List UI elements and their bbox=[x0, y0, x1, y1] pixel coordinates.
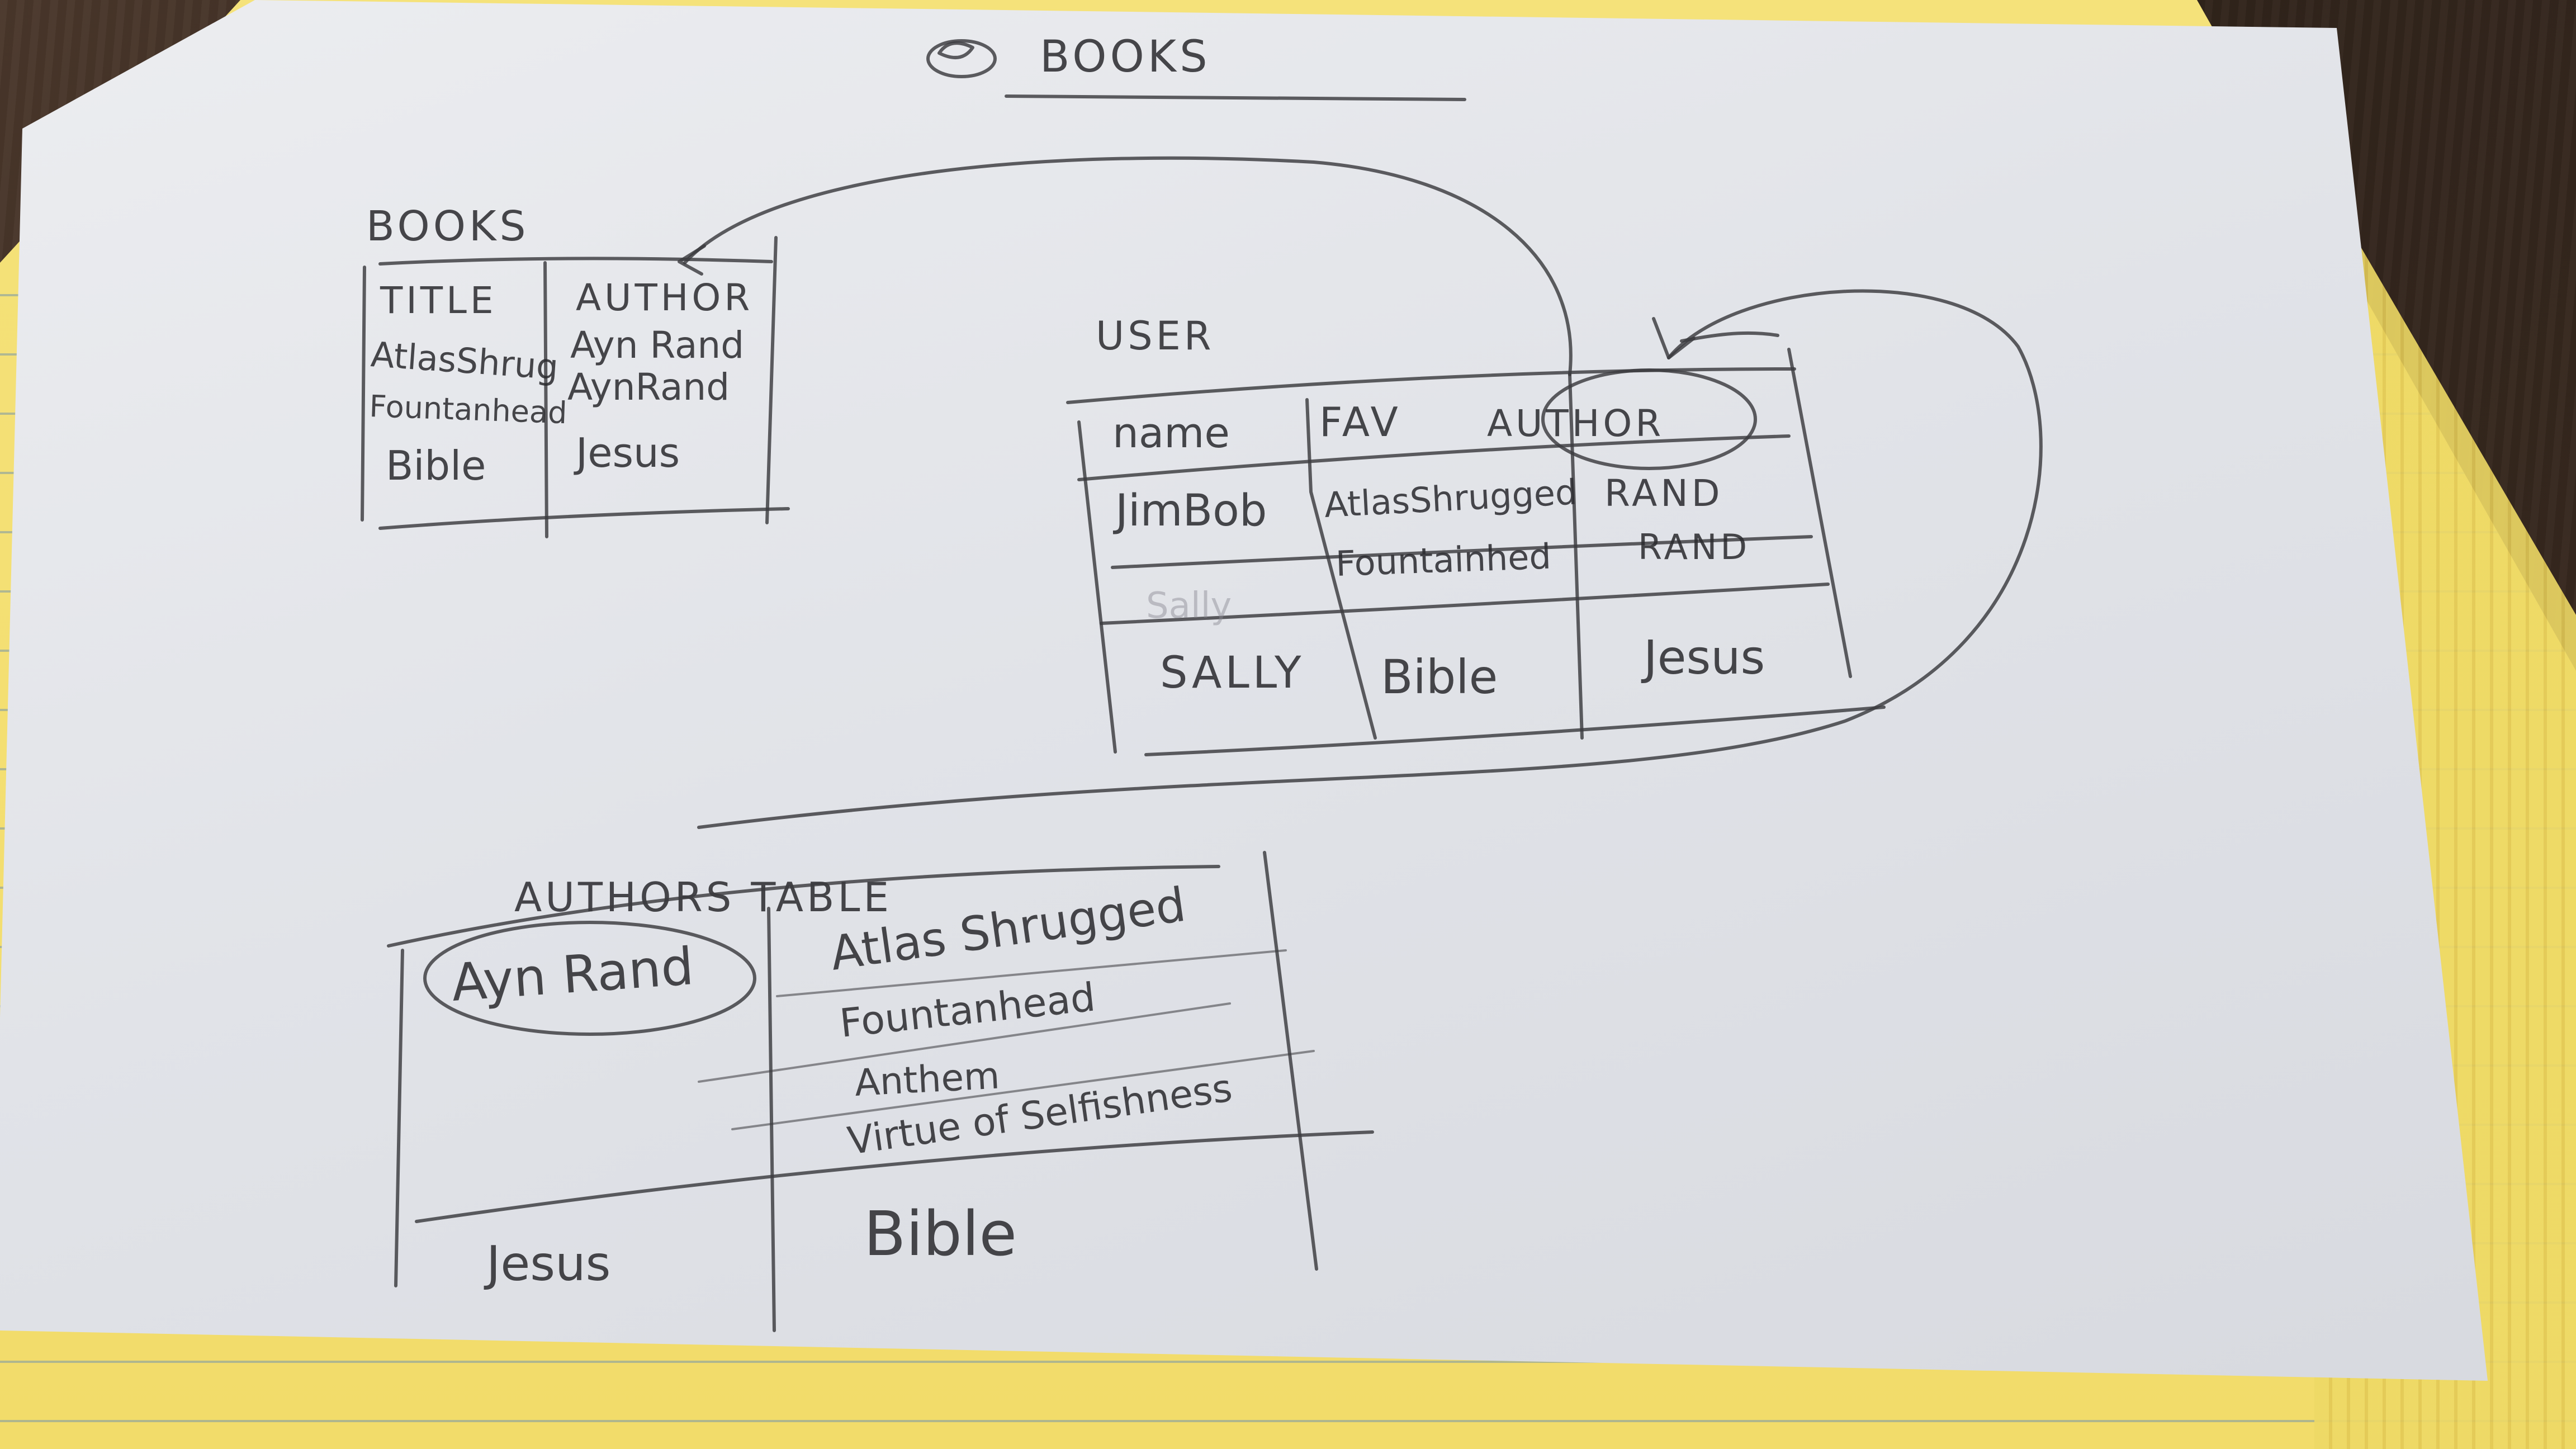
books-cell-author-2: AynRand bbox=[567, 366, 730, 409]
authors-table-col-mid bbox=[767, 907, 776, 1332]
connector-books-author-to-user-author bbox=[683, 156, 1573, 376]
books-table-frame-right bbox=[765, 236, 778, 524]
connector-loop-arrowhead bbox=[1652, 317, 1696, 359]
authors-table: AUTHORS TABLE Ayn Rand Atlas Shrugged Fo… bbox=[387, 851, 1374, 1332]
user-table-line-row1 bbox=[1111, 535, 1813, 569]
authors-group-2-author: Jesus bbox=[484, 1236, 610, 1292]
authors-row-line-2 bbox=[698, 1002, 1231, 1083]
user-table-title: USER bbox=[1096, 313, 1215, 359]
authors-group-2-book-1: Bible bbox=[864, 1198, 1017, 1270]
authors-table-col-right bbox=[1263, 851, 1318, 1271]
authors-row-line-3 bbox=[731, 1050, 1315, 1130]
page-heading-underline bbox=[1005, 94, 1466, 101]
user-table-col-left bbox=[1077, 420, 1117, 754]
user-cell-author-3: Jesus bbox=[1641, 630, 1765, 685]
connector-arrowhead bbox=[678, 244, 706, 276]
user-cell-author-2: RAND bbox=[1638, 527, 1750, 567]
books-table-title: BOOKS bbox=[366, 202, 529, 250]
database-icon bbox=[926, 39, 997, 78]
user-cell-author-1: RAND bbox=[1604, 472, 1723, 515]
connector-user-author-to-authors-table bbox=[697, 289, 2043, 829]
user-col-fav: FAV bbox=[1319, 399, 1401, 446]
user-cell-name-3: SALLY bbox=[1160, 648, 1305, 698]
page-heading: BOOKS bbox=[926, 32, 1466, 101]
authors-table-divider bbox=[415, 1130, 1374, 1223]
books-cell-author-1: Ayn Rand bbox=[570, 324, 744, 367]
author-name-circle bbox=[423, 921, 756, 1036]
user-table-line-row2 bbox=[1100, 583, 1830, 625]
authors-table-col-left bbox=[394, 949, 404, 1287]
user-table: USER name FAV AUTHOR JimBob AtlasShrugge… bbox=[1066, 313, 1886, 756]
user-table-col-mid2 bbox=[1568, 373, 1584, 740]
user-table-line-top bbox=[1066, 367, 1796, 404]
connector-loop-inner bbox=[1680, 331, 1779, 343]
books-table: BOOKS TITLE AUTHOR AtlasShrug Ayn Rand F… bbox=[361, 202, 790, 538]
books-col-author: AUTHOR bbox=[576, 276, 753, 319]
user-cell-name-1: JimBob bbox=[1112, 486, 1267, 536]
user-table-line-bottom bbox=[1144, 705, 1886, 756]
user-cell-fav-3: Bible bbox=[1381, 650, 1498, 704]
authors-group-1-author: Ayn Rand bbox=[449, 936, 695, 1013]
page-heading-text: BOOKS bbox=[1040, 32, 1211, 82]
user-cell-fav-2: Fountainhed bbox=[1335, 536, 1552, 584]
user-table-col-right bbox=[1787, 348, 1852, 678]
books-table-frame-mid bbox=[543, 261, 548, 538]
books-col-title: TITLE bbox=[380, 279, 497, 322]
authors-table-top bbox=[387, 865, 1220, 948]
books-cell-author-3: Jesus bbox=[574, 429, 680, 476]
user-table-col-mid1 bbox=[1305, 398, 1377, 740]
author-column-circle bbox=[1541, 368, 1757, 470]
user-col-author: AUTHOR bbox=[1487, 402, 1664, 445]
books-table-frame-left bbox=[361, 266, 366, 522]
user-struck-text: Sally bbox=[1146, 585, 1232, 627]
books-cell-title-2: Fountanhead bbox=[369, 389, 568, 430]
user-cell-fav-1: AtlasShrugged bbox=[1323, 471, 1578, 525]
authors-row-line-1 bbox=[776, 949, 1287, 997]
user-table-line-header bbox=[1077, 434, 1791, 481]
user-col-name: name bbox=[1112, 409, 1230, 457]
books-cell-title-1: AtlasShrug bbox=[370, 334, 560, 387]
books-cell-title-3: Bible bbox=[386, 442, 486, 489]
books-table-frame-top bbox=[378, 257, 773, 266]
books-table-frame-bottom bbox=[378, 507, 790, 530]
authors-group-1-book-2: Fountanhead bbox=[837, 974, 1097, 1046]
